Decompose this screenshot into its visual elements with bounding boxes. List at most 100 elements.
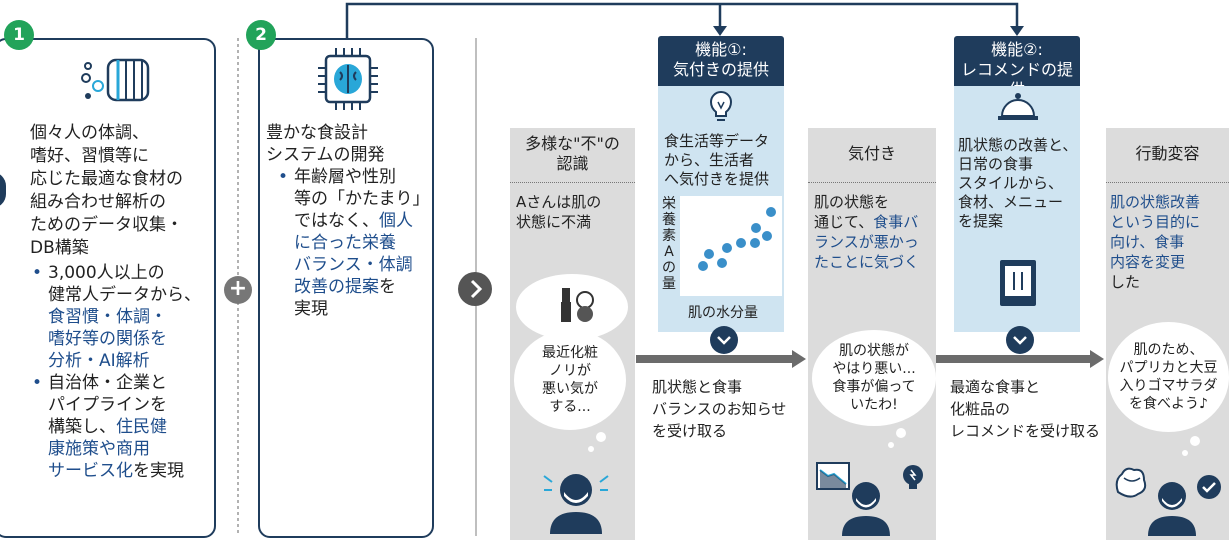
scatter-point	[736, 238, 746, 248]
column3-text-line: 肌の状態改善	[1110, 193, 1201, 211]
column1-top-bubble	[516, 274, 628, 340]
column2-text-line: たことに気づく	[814, 253, 920, 271]
flow-arrow-1-head	[792, 350, 806, 368]
serving-dish-icon	[998, 93, 1038, 120]
feature2-expand-button[interactable]	[1006, 326, 1034, 354]
column3-bubble-line: を食べよう♪	[1129, 396, 1208, 412]
column2-text: 肌の状態を 通じて、食事バ ランスが悪かっ たことに気づく	[814, 192, 936, 272]
column1-heading-line: 多様な"不"の	[525, 134, 620, 153]
feature1-text-line: 食生活等データ	[664, 132, 770, 150]
card1-title-line: 個々人の体調、	[30, 123, 149, 143]
feature1-heading: 機能①: 気付きの提供	[658, 36, 784, 86]
column3-text-line: 向け、食事	[1110, 233, 1185, 251]
feature1-heading-line: 機能①:	[695, 40, 747, 59]
plus-icon: +	[224, 276, 252, 304]
scatter-point	[698, 261, 708, 271]
scatter-point	[762, 231, 772, 241]
bubble-dot	[588, 446, 594, 452]
column1-heading-line: 認識	[556, 154, 589, 173]
card1-bullet-2-line: サービス化を実現	[48, 460, 220, 482]
column1-bubble-line: ノリが	[549, 363, 591, 379]
card2-bullet-line: に合った栄養	[294, 233, 396, 253]
card1-bullet-2-highlight: 住民健	[116, 417, 167, 437]
card2-bullet-line: 改善の提案を	[294, 276, 432, 298]
feature2-below-line: 化粧品の	[950, 400, 1011, 418]
check-circle-icon	[1197, 475, 1221, 499]
column2-heading: 気付き	[847, 144, 896, 163]
column3-text-line: 内容を変更	[1110, 253, 1186, 271]
column1-text: Aさんは肌の 状態に不満	[516, 192, 601, 232]
cosmetics-icon	[561, 288, 594, 322]
card1-title: 個々人の体調、 嗜好、習慣等に 応じた最適な食材の 組み合わせ解析の ためのデー…	[30, 122, 220, 260]
lightbulb-icon	[709, 90, 733, 121]
feature2-heading-line: 機能②:	[991, 40, 1043, 59]
ylabel-char: 素	[662, 228, 676, 244]
card2-bullet-line: バランス・体調	[294, 255, 413, 275]
column2-text-line: 肌の状態を	[814, 193, 890, 211]
column1-thought-bubble: 最近化粧 ノリが 悪い気が する...	[514, 330, 626, 430]
badge-2: 2	[246, 20, 276, 50]
card2-bullet-text: を	[379, 277, 396, 297]
card2-title-line: システムの開発	[266, 145, 385, 165]
card1-bullet-2-highlight: サービス化	[48, 461, 133, 481]
ylabel-char: A	[664, 244, 674, 260]
ai-brain-chip-icon	[318, 48, 378, 110]
card1-bullet-2-text: を実現	[133, 461, 184, 481]
card2-title-line: 豊かな食設計	[266, 123, 368, 143]
feature2-text-line: 肌状態の改善と、	[958, 136, 1078, 154]
card1-title-line: DB構築	[30, 238, 89, 258]
card2-text: 豊かな食設計 システムの開発 年齢層や性別 等の「かたまり」 ではなく、個人 に…	[266, 122, 432, 320]
chart-xlabel: 肌の水分量	[688, 305, 758, 321]
feature1-below-line: バランスのお知らせ	[652, 400, 787, 418]
scatter-point	[766, 207, 776, 217]
card1-title-line: 嗜好、習慣等に	[30, 146, 149, 166]
card2-bullet-line: 実現	[294, 299, 328, 319]
feature2-below-line: レコメンドを受け取る	[950, 422, 1101, 440]
card2-bullet-line: ではなく、個人	[294, 210, 432, 232]
idea-bulb-icon	[903, 465, 923, 489]
column2-text: 通じて、	[814, 213, 874, 231]
column3-bubble-line: パプリカと大豆	[1119, 360, 1218, 376]
card1-bullet-1-line: 食習慣・体調・	[48, 307, 167, 327]
column3-divider	[1106, 182, 1229, 183]
column1-heading: 多様な"不"の 認識	[510, 134, 635, 174]
feature1-text-line: から、生活者	[664, 151, 755, 169]
card1-bullet-1: 3,000人以上の 健常人データから、 食習慣・体調・ 嗜好等の関係を 分析・A…	[30, 262, 220, 372]
column2-text-line: 通じて、食事バ	[814, 212, 936, 232]
card1-title-line: ためのデータ収集・	[30, 215, 183, 235]
card2-bullet-text: ではなく、	[294, 211, 379, 231]
column2-bubble-line: いたわ!	[850, 397, 898, 413]
feature1-expand-button[interactable]	[710, 326, 738, 354]
card1-bullet-1-line: 嗜好等の関係を	[48, 329, 167, 349]
column3-text-line: という目的に	[1110, 213, 1201, 231]
card1-bullet-2-text: 構築し、	[48, 417, 116, 437]
scatter-point	[722, 243, 732, 253]
feature1-below-line: 肌状態と食事	[652, 378, 743, 396]
feature2-below-text: 最適な食事と 化粧品の レコメンドを受け取る	[950, 376, 1100, 442]
next-arrow-icon	[458, 272, 492, 306]
card1-bullet-2-line: 構築し、住民健	[48, 416, 220, 438]
flow-arrow-2	[936, 355, 1092, 363]
card2-bullet-highlight: 改善の提案	[294, 277, 379, 297]
scatter-point	[750, 238, 760, 248]
feature2-text-line: を提案	[958, 212, 1004, 230]
card1-title-line: 組み合わせ解析の	[30, 192, 166, 212]
column1-text-line: 状態に不満	[516, 213, 592, 231]
card2-bullet-line: 年齢層や性別	[294, 167, 396, 187]
column2-divider	[808, 182, 936, 183]
feature2-below-line: 最適な食事と	[950, 378, 1041, 396]
person-happy-icon	[1148, 482, 1196, 536]
left-edge-marker	[0, 172, 6, 208]
declining-chart-icon	[816, 462, 850, 490]
vegetable-icon	[1115, 467, 1147, 498]
menu-book-icon	[1000, 260, 1036, 306]
bubble-dot	[888, 442, 894, 448]
scatter-point	[704, 249, 714, 259]
ylabel-char: の	[662, 260, 676, 276]
column2-thought-bubble: 肌の状態が やはり悪い... 食事が偏って いたわ!	[812, 330, 936, 426]
column2-bubble-line: 肌の状態が	[838, 343, 909, 359]
chart-ylabel: 栄 養 素 A の 量	[660, 196, 678, 292]
card2-bullet: 年齢層や性別 等の「かたまり」 ではなく、個人 に合った栄養 バランス・体調 改…	[276, 166, 432, 320]
card1-bullets: 3,000人以上の 健常人データから、 食習慣・体調・ 嗜好等の関係を 分析・A…	[30, 262, 220, 482]
column3-text-line: した	[1110, 273, 1141, 291]
